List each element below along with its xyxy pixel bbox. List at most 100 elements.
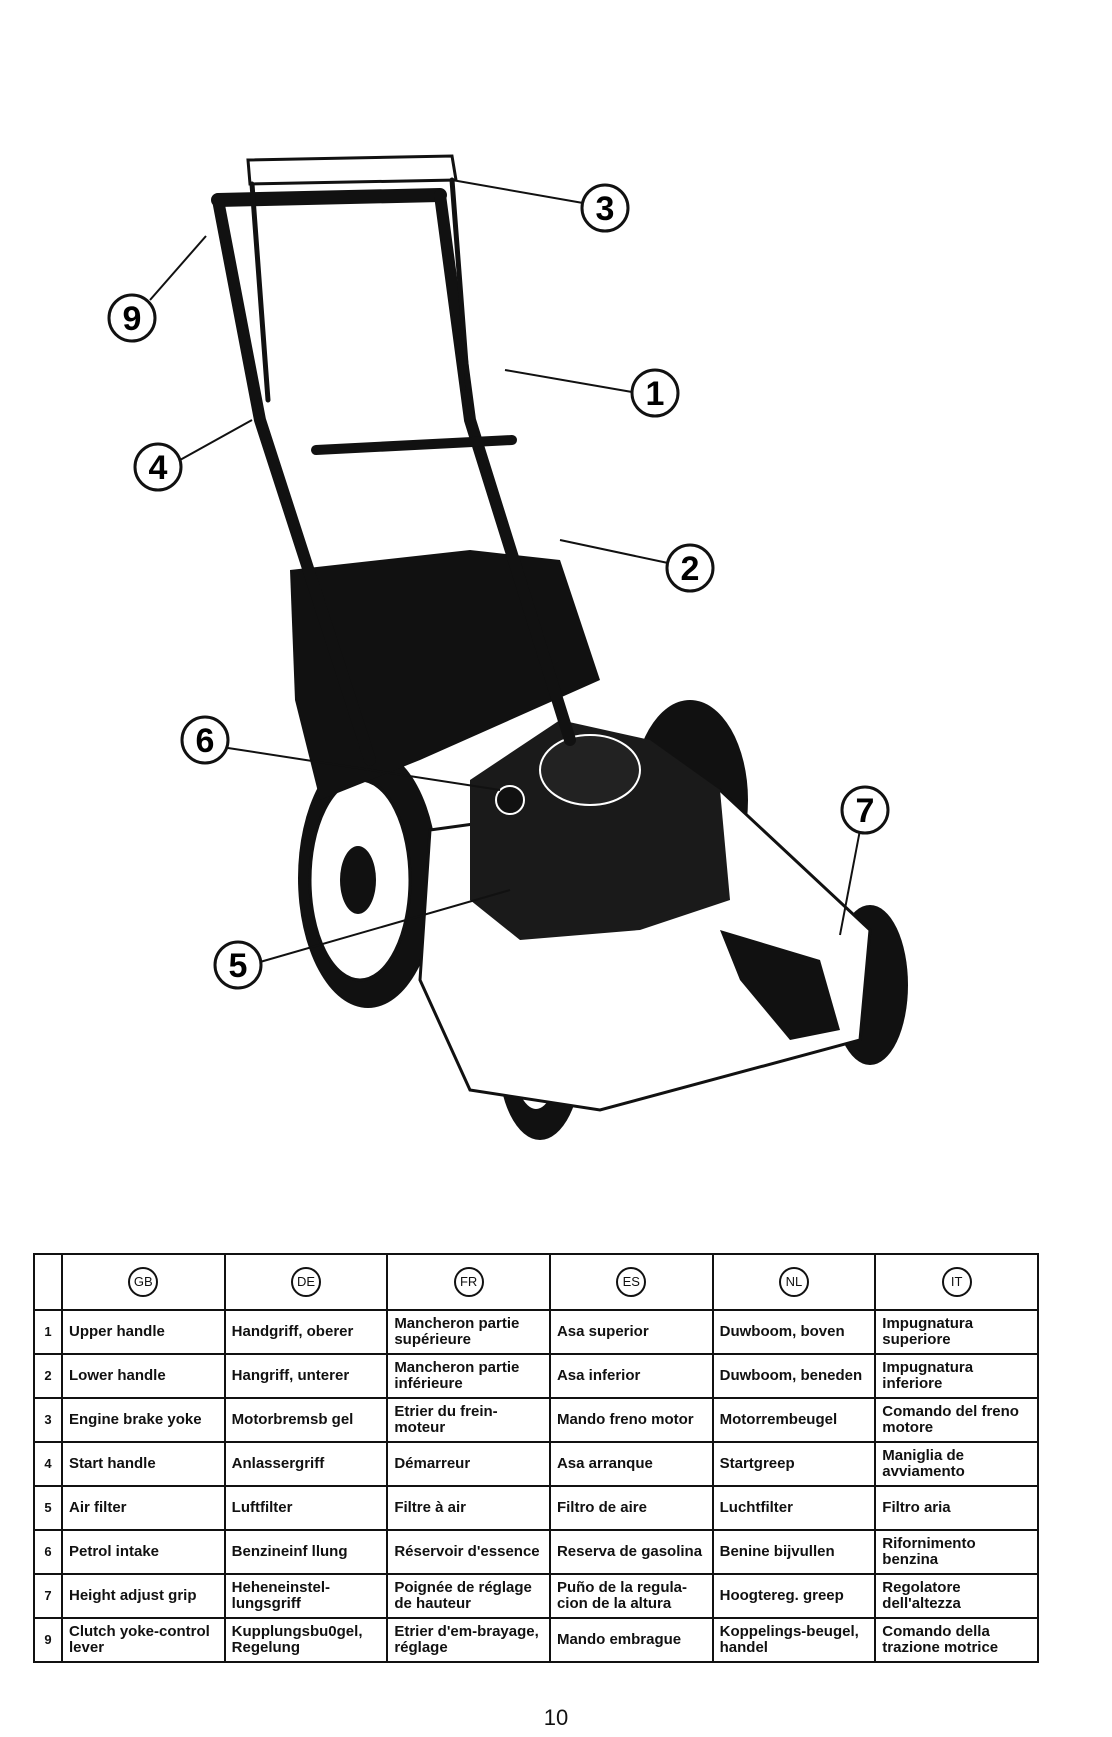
cell-fr: Etrier d'em-brayage, réglage <box>386 1617 551 1663</box>
callout-3-label: 3 <box>596 190 615 228</box>
cell-fr: Mancheron partie supérieure <box>386 1309 551 1355</box>
callout-1-label: 1 <box>646 375 665 413</box>
callout-5-label: 5 <box>229 947 248 985</box>
header-lang-gb: GB <box>61 1253 226 1311</box>
cell-es: Filtro de aire <box>548 1485 714 1531</box>
parts-table: GB DE FR ES NL IT 1 Upper handle Handgri… <box>33 1253 1039 1663</box>
language-header-row: GB DE FR ES NL IT <box>33 1253 1039 1311</box>
table-row: 4 Start handle Anlassergriff Démarreur A… <box>33 1441 1039 1487</box>
cell-de: Benzineinf llung <box>223 1529 389 1575</box>
cell-nl: Hoogtereg. greep <box>711 1573 877 1619</box>
cell-it: Rifornimento benzina <box>874 1529 1039 1575</box>
cell-nl: Koppelings-beugel, handel <box>711 1617 877 1663</box>
callout-2: 2 <box>665 543 715 593</box>
callout-4: 4 <box>133 442 183 492</box>
table-row: 6 Petrol intake Benzineinf llung Réservo… <box>33 1529 1039 1575</box>
cell-de: Handgriff, oberer <box>223 1309 389 1355</box>
cell-fr: Réservoir d'essence <box>386 1529 551 1575</box>
lang-badge-nl: NL <box>778 1267 809 1297</box>
callout-9-label: 9 <box>123 300 142 338</box>
cell-fr: Etrier du frein-moteur <box>386 1397 551 1443</box>
header-lang-it: IT <box>874 1253 1039 1311</box>
lang-badge-de: DE <box>290 1267 321 1297</box>
callout-7: 7 <box>840 785 890 835</box>
row-number: 3 <box>33 1397 63 1443</box>
table-row: 2 Lower handle Hangriff, unterer Mancher… <box>33 1353 1039 1399</box>
callouts: 3 9 1 4 2 6 7 5 <box>107 183 890 990</box>
cell-it: Regolatore dell'altezza <box>874 1573 1039 1619</box>
cell-fr: Mancheron partie inférieure <box>386 1353 551 1399</box>
cell-nl: Duwboom, beneden <box>711 1353 877 1399</box>
callout-5: 5 <box>213 940 263 990</box>
header-num-cell <box>33 1253 62 1311</box>
row-number: 2 <box>33 1353 63 1399</box>
lang-badge-it: IT <box>941 1267 972 1297</box>
cell-de: Kupplungsbu0gel, Regelung <box>223 1617 389 1663</box>
lang-badge-es: ES <box>616 1267 647 1297</box>
cell-fr: Démarreur <box>386 1441 551 1487</box>
cell-gb: Lower handle <box>61 1353 226 1399</box>
cell-gb: Height adjust grip <box>61 1573 226 1619</box>
lawn-mower-diagram: 3 9 1 4 2 6 7 5 <box>107 154 908 1140</box>
table-row: 1 Upper handle Handgriff, oberer Mancher… <box>33 1309 1039 1355</box>
cell-de: Luftfilter <box>223 1485 389 1531</box>
callout-6: 6 <box>180 715 230 765</box>
row-number: 4 <box>33 1441 63 1487</box>
cell-it: Impugnatura superiore <box>874 1309 1039 1355</box>
callout-2-label: 2 <box>681 550 700 588</box>
rear-left-wheel <box>298 748 438 1008</box>
cell-fr: Filtre à air <box>386 1485 551 1531</box>
cell-nl: Duwboom, boven <box>711 1309 877 1355</box>
row-number: 7 <box>33 1573 63 1619</box>
cell-gb: Clutch yoke-control lever <box>61 1617 226 1663</box>
table-row: 5 Air filter Luftfilter Filtre à air Fil… <box>33 1485 1039 1531</box>
handle-assembly <box>211 154 576 766</box>
row-number: 9 <box>33 1617 63 1663</box>
cell-es: Asa arranque <box>548 1441 714 1487</box>
cell-de: Anlassergriff <box>223 1441 389 1487</box>
callout-9: 9 <box>107 293 157 343</box>
cell-nl: Motorrembeugel <box>711 1397 877 1443</box>
callout-1: 1 <box>630 368 680 418</box>
cell-de: Hangriff, unterer <box>223 1353 389 1399</box>
cell-gb: Air filter <box>61 1485 226 1531</box>
table-row: 7 Height adjust grip Heheneinstel-lungsg… <box>33 1573 1039 1619</box>
callout-3: 3 <box>580 183 630 233</box>
lang-badge-gb: GB <box>128 1267 159 1297</box>
cell-es: Asa inferior <box>548 1353 714 1399</box>
cell-it: Maniglia de avviamento <box>874 1441 1039 1487</box>
cell-nl: Luchtfilter <box>711 1485 877 1531</box>
cell-it: Impugnatura inferiore <box>874 1353 1039 1399</box>
callout-6-label: 6 <box>196 722 215 760</box>
lang-badge-fr: FR <box>453 1267 484 1297</box>
header-lang-de: DE <box>223 1253 389 1311</box>
header-lang-nl: NL <box>711 1253 877 1311</box>
engine <box>470 720 730 940</box>
row-number: 1 <box>33 1309 63 1355</box>
cell-es: Reserva de gasolina <box>548 1529 714 1575</box>
callout-7-label: 7 <box>856 792 875 830</box>
cell-es: Mando freno motor <box>548 1397 714 1443</box>
cell-es: Mando embrague <box>548 1617 714 1663</box>
table-row: 9 Clutch yoke-control lever Kupplungsbu0… <box>33 1617 1039 1663</box>
leader-lines <box>149 179 861 963</box>
callout-4-label: 4 <box>149 449 168 487</box>
cell-gb: Start handle <box>61 1441 226 1487</box>
cell-nl: Startgreep <box>711 1441 877 1487</box>
row-number: 5 <box>33 1485 63 1531</box>
cell-nl: Benine bijvullen <box>711 1529 877 1575</box>
header-lang-es: ES <box>548 1253 714 1311</box>
cell-es: Asa superior <box>548 1309 714 1355</box>
cell-it: Comando del freno motore <box>874 1397 1039 1443</box>
cell-de: Heheneinstel-lungsgriff <box>223 1573 389 1619</box>
cell-fr: Poignée de réglage de hauteur <box>386 1573 551 1619</box>
row-number: 6 <box>33 1529 63 1575</box>
cell-de: Motorbremsb gel <box>223 1397 389 1443</box>
cell-es: Puño de la regula-cion de la altura <box>548 1573 714 1619</box>
page-number: 10 <box>543 1705 569 1730</box>
cell-gb: Engine brake yoke <box>61 1397 226 1443</box>
cell-it: Comando della trazione motrice <box>874 1617 1039 1663</box>
table-row: 3 Engine brake yoke Motorbremsb gel Etri… <box>33 1397 1039 1443</box>
discharge-chute <box>720 930 840 1040</box>
header-lang-fr: FR <box>386 1253 551 1311</box>
